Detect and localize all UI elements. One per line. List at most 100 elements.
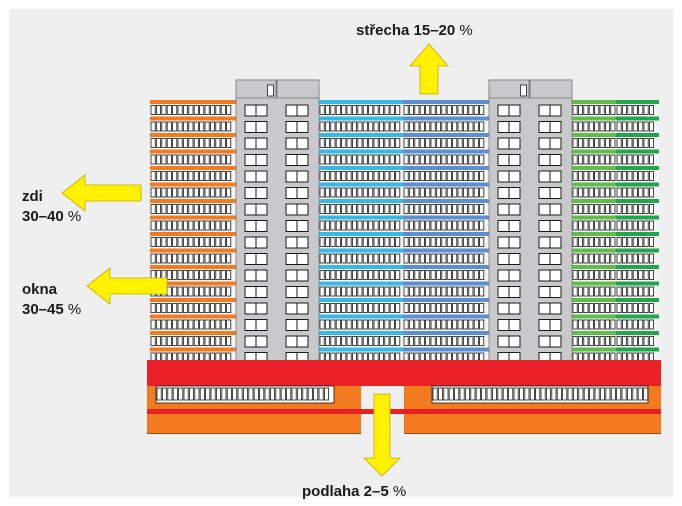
ground-window-pane — [508, 387, 514, 401]
ground-window-pane — [226, 387, 232, 401]
window-pane — [172, 171, 178, 181]
core-window-mullion — [508, 253, 510, 265]
core-window-mullion — [549, 286, 551, 298]
window-pane — [462, 121, 468, 132]
core-window-mullion — [255, 121, 257, 133]
dark-green-section-slab — [616, 281, 659, 286]
window-pane — [378, 286, 384, 297]
window-pane — [193, 220, 199, 231]
window-pane — [209, 237, 215, 247]
window-pane — [588, 187, 594, 198]
window-pane — [166, 204, 172, 214]
window-pane — [395, 121, 401, 132]
window-pane — [622, 237, 628, 247]
core-window-mullion — [508, 154, 510, 166]
ground-window-pane — [540, 387, 546, 401]
ground-window-pane — [643, 387, 649, 401]
blue-section-slab — [403, 265, 489, 269]
window-pane — [220, 319, 226, 330]
window-pane — [622, 336, 628, 346]
window-pane — [362, 237, 368, 247]
window-pane — [435, 204, 441, 214]
window-pane — [605, 220, 611, 231]
window-pane — [441, 286, 447, 297]
window-pane — [610, 286, 616, 297]
window-pane — [419, 336, 425, 346]
window-pane — [150, 319, 156, 330]
window-pane — [161, 220, 167, 231]
window-pane — [594, 286, 600, 297]
window-pane — [150, 138, 156, 148]
window-pane — [182, 237, 188, 247]
window-pane — [319, 303, 325, 313]
window-pane — [330, 154, 336, 165]
window-pane — [441, 319, 447, 330]
window-pane — [473, 105, 479, 115]
window-pane — [594, 253, 600, 264]
window-pane — [193, 319, 199, 330]
ground-window-pane — [594, 387, 600, 401]
window-pane — [384, 154, 390, 165]
window-pane — [643, 138, 649, 148]
base-red-band — [147, 409, 661, 414]
window-pane — [373, 154, 379, 165]
window-pane — [638, 154, 644, 165]
window-pane — [403, 171, 409, 181]
core-window-mullion — [549, 319, 551, 331]
orange-section-slab — [150, 265, 236, 269]
green-section-slab — [572, 265, 616, 269]
window-pane — [324, 270, 330, 280]
ground-window-pane — [616, 387, 622, 401]
window-pane — [572, 237, 578, 247]
window-pane — [468, 121, 474, 132]
window-pane — [389, 319, 395, 330]
window-pane — [384, 220, 390, 231]
core-divider — [528, 80, 531, 98]
window-pane — [583, 171, 589, 181]
window-pane — [346, 121, 352, 132]
window-pane — [441, 220, 447, 231]
window-pane — [209, 336, 215, 346]
window-pane — [578, 270, 584, 280]
window-pane — [335, 138, 341, 148]
window-pane — [351, 105, 357, 115]
window-pane — [172, 154, 178, 165]
window-pane — [638, 237, 644, 247]
window-pane — [605, 336, 611, 346]
window-pane — [351, 253, 357, 264]
window-pane — [414, 319, 420, 330]
window-pane — [605, 286, 611, 297]
cyan-section-slab — [319, 232, 403, 236]
window-pane — [430, 303, 436, 313]
window-pane — [378, 253, 384, 264]
window-pane — [473, 204, 479, 214]
core-window-mullion — [255, 204, 257, 215]
window-pane — [594, 270, 600, 280]
window-pane — [435, 121, 441, 132]
window-pane — [638, 105, 644, 115]
window-pane — [324, 121, 330, 132]
window-pane — [588, 138, 594, 148]
window-pane — [319, 336, 325, 346]
window-pane — [177, 253, 183, 264]
core-window-mullion — [549, 336, 551, 347]
window-pane — [632, 319, 638, 330]
heat-loss-arrows — [61, 43, 449, 477]
window-pane — [209, 253, 215, 264]
ground-window-pane — [513, 387, 519, 401]
window-pane — [368, 319, 374, 330]
window-pane — [335, 270, 341, 280]
window-pane — [446, 336, 452, 346]
window-pane — [605, 121, 611, 132]
window-pane — [226, 187, 232, 198]
window-pane — [610, 253, 616, 264]
window-pane — [479, 105, 485, 115]
window-pane — [188, 187, 194, 198]
window-pane — [605, 253, 611, 264]
window-pane — [341, 220, 347, 231]
window-pane — [215, 319, 221, 330]
window-pane — [457, 253, 463, 264]
window-pane — [166, 171, 172, 181]
window-pane — [346, 319, 352, 330]
core-window-mullion — [549, 105, 551, 116]
